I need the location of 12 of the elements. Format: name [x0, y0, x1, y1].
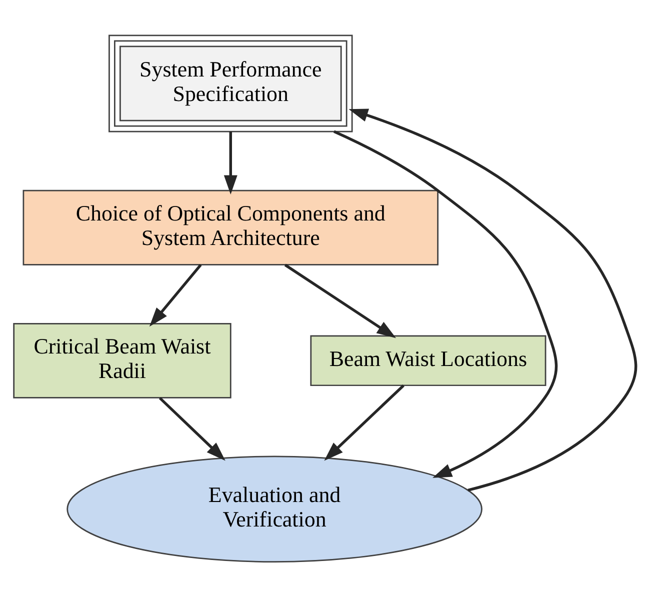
- node-box: Choice of Optical Components and System Architecture: [22, 190, 438, 266]
- node-box: Critical Beam Waist Radii: [13, 322, 232, 398]
- node-box: System Performance Specification: [108, 34, 353, 132]
- arrow: [149, 264, 202, 327]
- arrow: [284, 264, 396, 338]
- node-box: Beam Waist Locations: [310, 335, 546, 386]
- node-ellipse: Evaluation and Verification: [66, 456, 482, 562]
- arrow: [333, 130, 558, 478]
- arrow: [224, 132, 238, 194]
- arrow: [158, 397, 226, 461]
- arrow: [324, 384, 404, 461]
- arrow: [348, 108, 638, 492]
